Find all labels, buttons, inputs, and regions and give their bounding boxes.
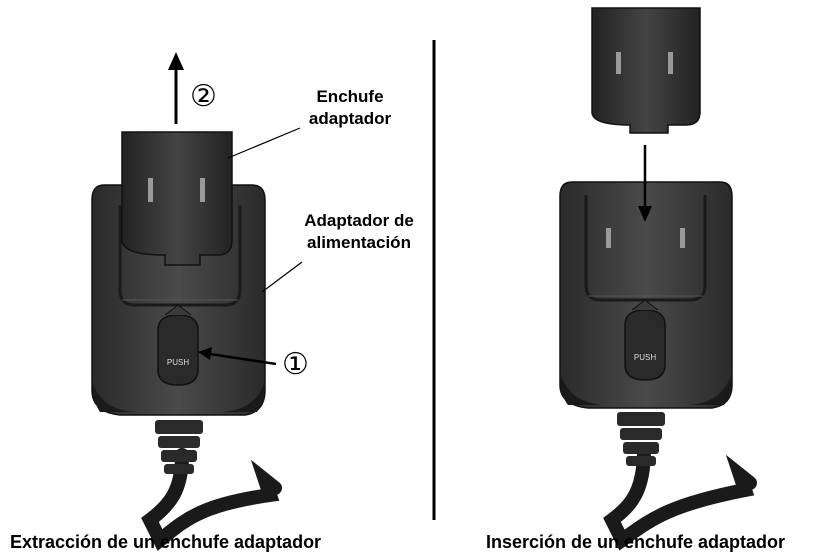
- right-adapter-body: [559, 181, 733, 409]
- left-arrow-up: [168, 52, 184, 124]
- left-push-label: PUSH: [167, 358, 189, 367]
- left-power-cable: [141, 420, 282, 551]
- right-caption: Inserción de un enchufe adaptador: [486, 532, 786, 552]
- adapter-label-line1: Adaptador de: [304, 211, 414, 230]
- left-caption: Extracción de un enchufe adaptador: [10, 532, 322, 552]
- left-adapter-assembly: PUSH: [91, 131, 282, 551]
- left-plug: [121, 131, 233, 266]
- right-plug: [591, 7, 701, 134]
- step-two-marker: ②: [190, 79, 217, 114]
- right-push-button: PUSH: [624, 299, 666, 381]
- plug-label-line2: adaptador: [308, 109, 392, 128]
- plug-label: Enchufe adaptador: [296, 86, 404, 130]
- adapter-leader-line: [261, 261, 303, 293]
- right-push-label: PUSH: [634, 353, 656, 362]
- adapter-label-line2: alimentación: [307, 233, 411, 252]
- right-adapter-assembly: PUSH: [559, 7, 757, 551]
- adapter-label: Adaptador de alimentación: [284, 210, 434, 254]
- left-arrow-push: [198, 347, 277, 366]
- plug-label-line1: Enchufe: [316, 87, 384, 106]
- step-one-marker: ①: [282, 347, 309, 382]
- right-arrow-down: [638, 145, 652, 222]
- right-power-cable: [603, 412, 757, 551]
- left-push-button: PUSH: [157, 304, 199, 386]
- plug-leader-line: [227, 127, 301, 159]
